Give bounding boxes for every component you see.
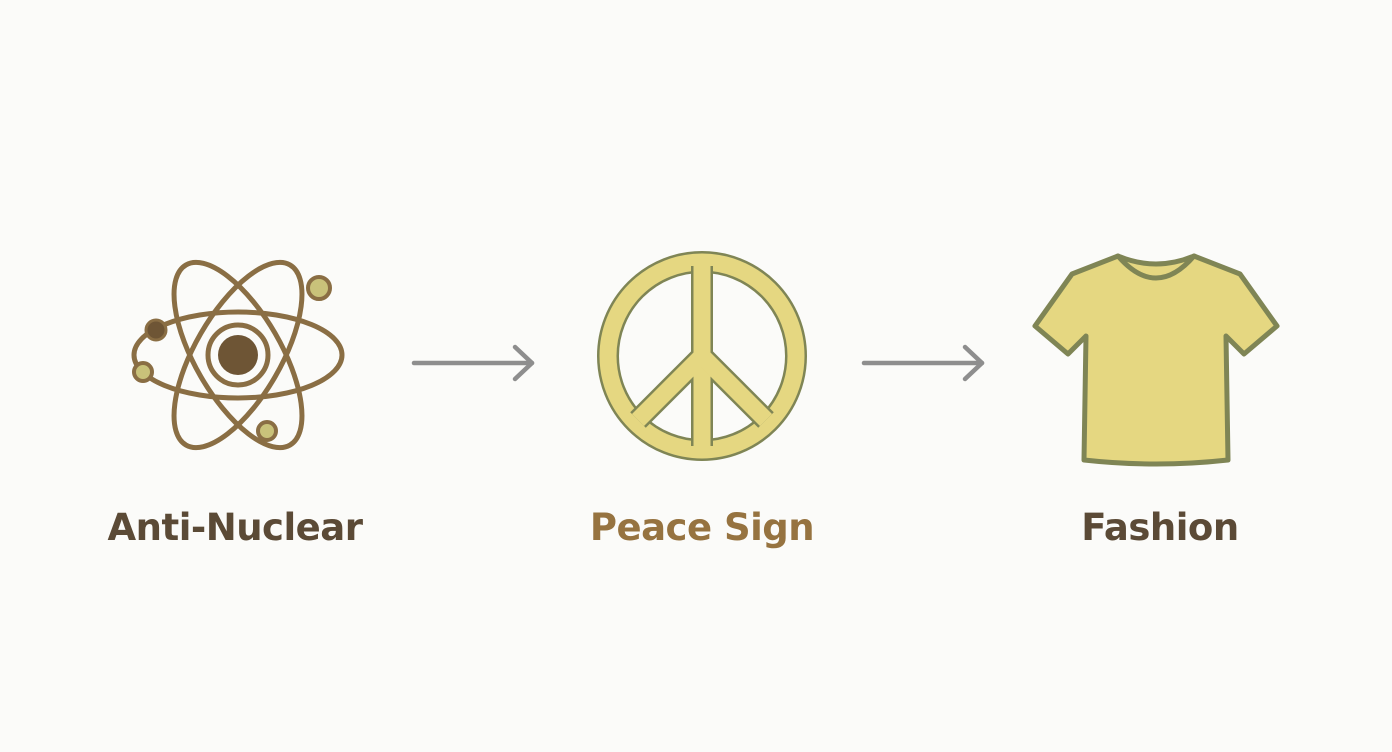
- atom-icon: [131, 259, 345, 451]
- label-anti-nuclear: Anti-Nuclear: [107, 506, 363, 549]
- orbit-diagonal-right: [171, 259, 305, 451]
- electron-top-right: [306, 275, 332, 301]
- peace-sign-icon: [597, 251, 807, 461]
- electron-left-dark: [144, 318, 168, 342]
- electron-bottom: [256, 420, 278, 442]
- electron-left: [132, 361, 154, 383]
- t-shirt-icon: [1032, 253, 1280, 467]
- nucleus-ring: [205, 322, 271, 388]
- nucleus: [218, 335, 258, 375]
- collar: [1115, 253, 1197, 281]
- arrow-right-icon: [861, 344, 985, 382]
- label-fashion: Fashion: [1081, 506, 1239, 549]
- label-peace-sign: Peace Sign: [589, 506, 815, 549]
- orbit-horizontal: [131, 309, 345, 401]
- arrow-right-icon: [411, 344, 535, 382]
- orbit-diagonal-left: [171, 259, 305, 451]
